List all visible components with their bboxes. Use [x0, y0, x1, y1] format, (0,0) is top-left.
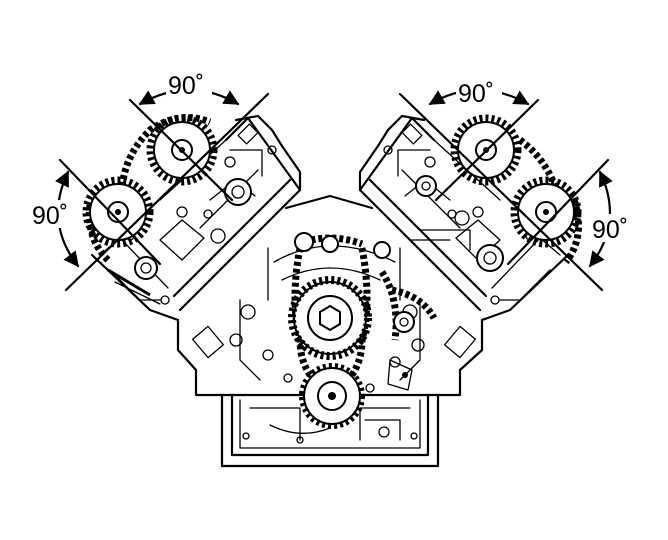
- right-cylinder-head: [358, 114, 570, 322]
- crank-sprocket: [299, 363, 365, 429]
- angle-label-left: 90˚: [32, 202, 68, 230]
- alignment-line-right-upper: [434, 98, 540, 202]
- right-idler-upper: [373, 241, 391, 259]
- alignment-line-left-cross: [64, 92, 270, 292]
- right-idler-lower: [393, 311, 415, 333]
- alignment-line-right-cross: [398, 92, 604, 292]
- alignment-line-left-upper: [128, 98, 234, 202]
- angle-label-top-left: 90˚: [168, 72, 204, 100]
- upper-idler: [321, 235, 339, 253]
- idler-sprocket: [288, 276, 372, 360]
- angle-label-right: 90˚: [592, 216, 628, 244]
- angle-label-top-right: 90˚: [458, 80, 494, 108]
- right-lower-cam-sprocket: [510, 176, 582, 248]
- left-idler: [294, 232, 314, 252]
- sprockets: [82, 114, 582, 429]
- angle-labels: 90˚ 90˚ 90˚ 90˚: [30, 70, 636, 244]
